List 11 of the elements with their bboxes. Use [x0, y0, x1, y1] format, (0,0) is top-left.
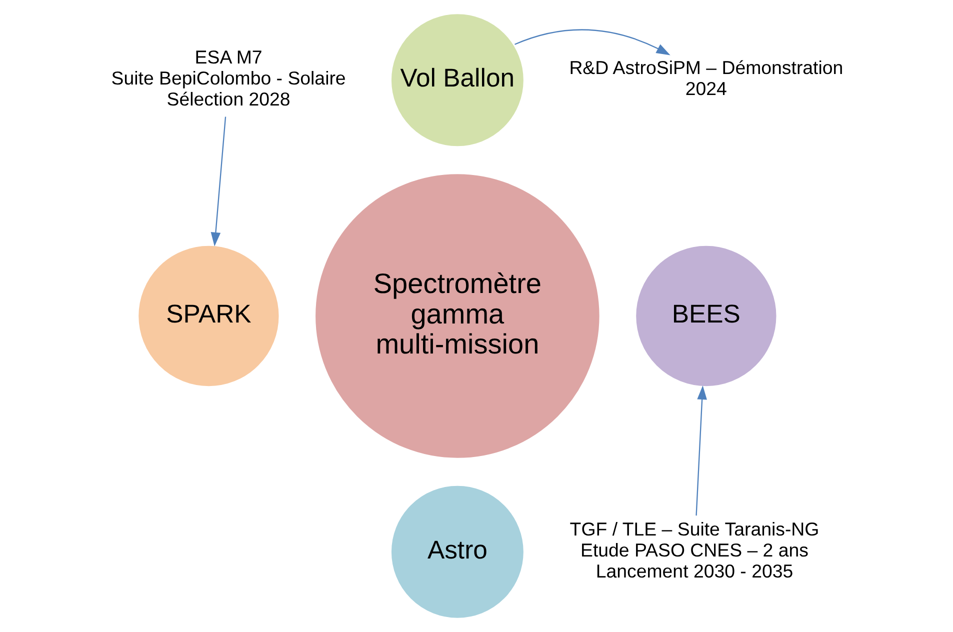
- node-circle: SPARK: [136, 244, 281, 388]
- node-circle: Spectromètre gamma multi-mission: [312, 172, 602, 460]
- node-circle: Astro: [388, 484, 526, 620]
- node-text: R&D AstroSiPM – Démonstration 2024: [568, 57, 843, 100]
- node-circle: BEES: [633, 244, 778, 388]
- node-circle: Vol Ballon: [388, 12, 526, 148]
- node-text: TGF / TLE – Suite Taranis-NG Etude PASO CNES – 2 ans Lancement 2030 - 2035: [569, 518, 819, 582]
- arrow: [695, 385, 706, 516]
- arrow: [210, 116, 226, 246]
- node-text: ESA M7 Suite BepiColombo - Solaire Sélection 2028: [110, 46, 346, 110]
- arrow: [514, 29, 670, 56]
